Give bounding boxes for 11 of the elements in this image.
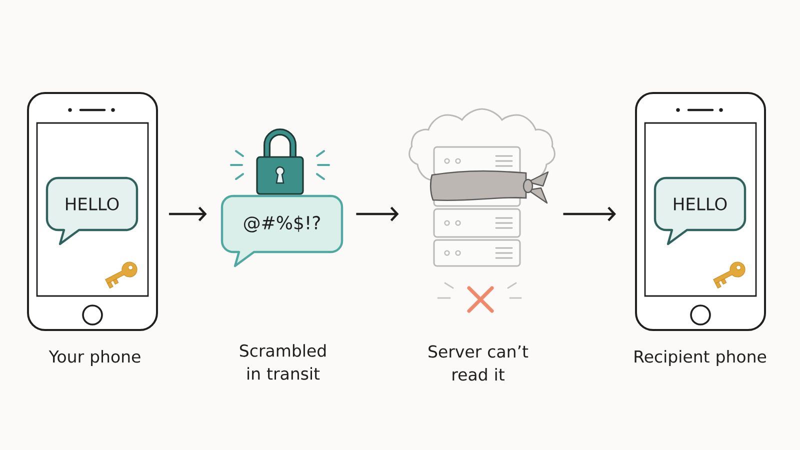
arrow [356,206,399,222]
arrow [563,206,616,222]
arrow [169,206,207,222]
server-drawing [408,108,556,267]
step-label: Server can’t read it [428,345,528,381]
speech-bubble: HELLO [46,176,138,246]
node-label: Your phone [48,350,140,366]
speech-bubble: @#%$!? [220,194,344,268]
speech-bubble: HELLO [654,176,746,246]
step-label: Scrambled in transit [240,344,326,380]
node-label: Recipient phone [634,350,766,366]
